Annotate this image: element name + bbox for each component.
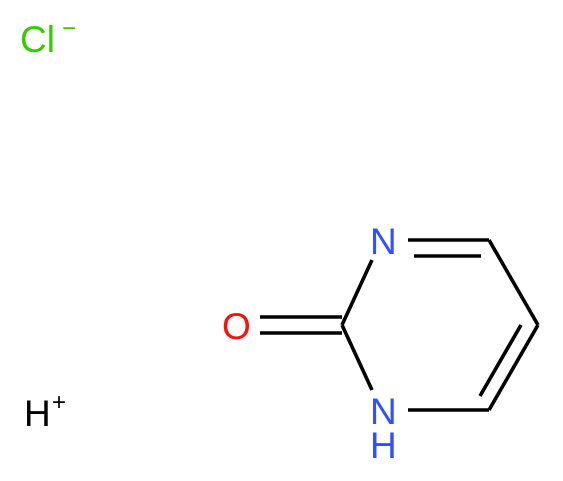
bond-c5-c6-second [478,324,523,397]
bond-c2-n3 [340,259,374,326]
bond-set [260,238,540,412]
nitrogen-3-label: N [370,221,397,262]
bond-n1-c2 [340,324,374,391]
chloride-symbol: Cl [20,19,55,60]
nitrogen-1-hydrogen-label: H [370,425,397,466]
oxygen-label: O [222,306,251,347]
proton-symbol: H [24,393,51,434]
nitrogen-1-label: N [370,391,397,432]
proton-ion: H + [24,389,66,434]
atom-labels: N N H O [222,221,397,466]
bond-c5-c6 [487,324,540,411]
chloride-ion: Cl − [20,15,76,60]
proton-charge: + [52,389,66,416]
chloride-charge: − [62,15,76,42]
bond-c4-c5 [487,239,540,326]
